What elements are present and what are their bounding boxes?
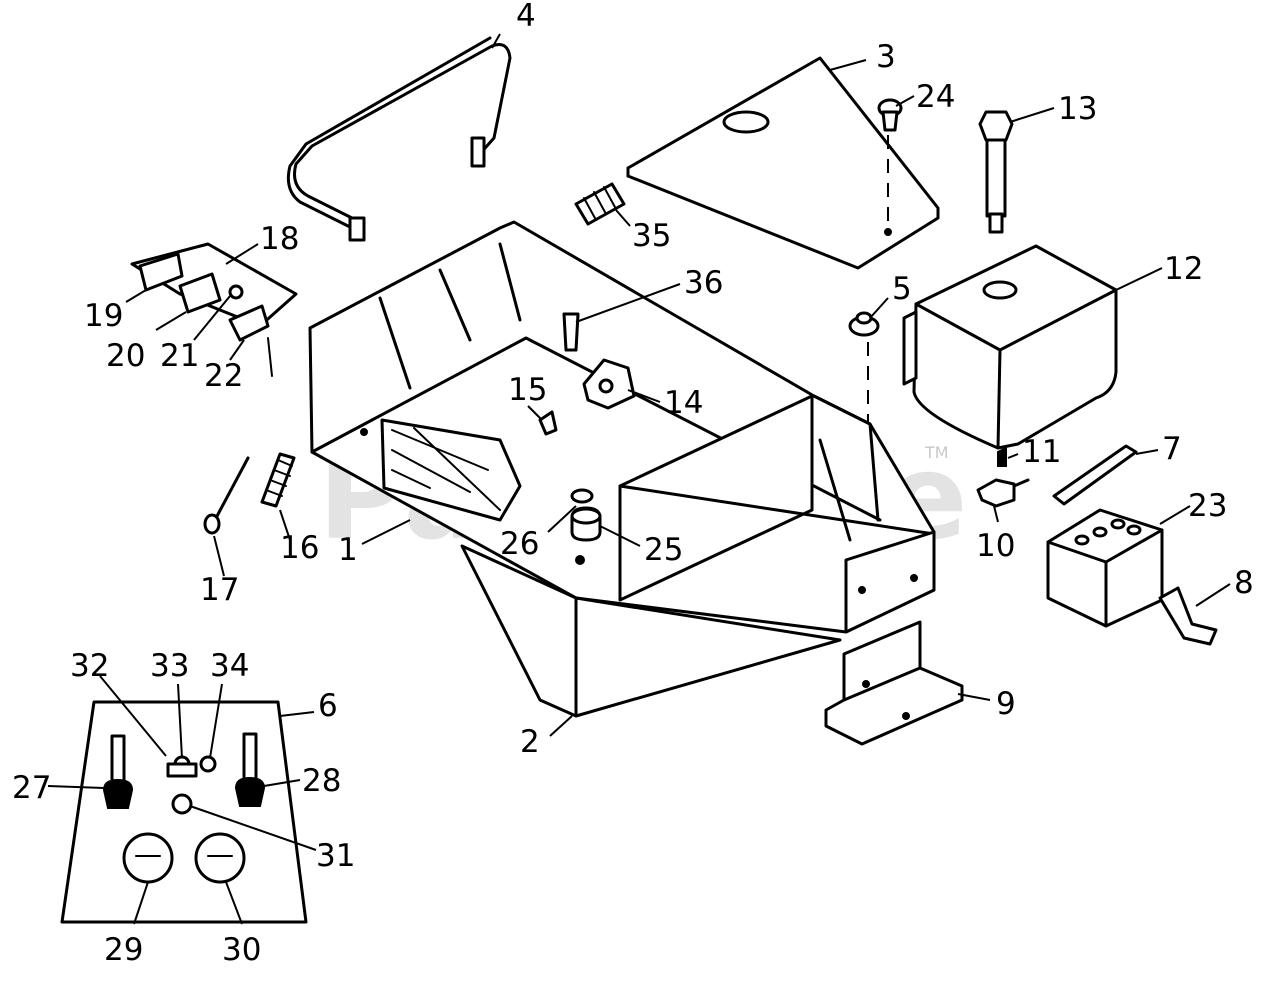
callout-34: 34 xyxy=(210,648,249,684)
callout-27: 27 xyxy=(12,770,51,806)
mounting-block xyxy=(824,620,964,746)
callout-4: 4 xyxy=(516,0,536,34)
bolt-part xyxy=(997,446,1007,467)
callout-19: 19 xyxy=(84,298,123,334)
indicator-lamp-34 xyxy=(199,755,217,773)
callout-20: 20 xyxy=(106,338,145,374)
fuel-gauge xyxy=(978,110,1014,234)
lower-pan xyxy=(460,544,842,718)
washer-part xyxy=(570,488,594,504)
plug-part xyxy=(877,98,903,132)
callout-33: 33 xyxy=(150,648,189,684)
callout-18: 18 xyxy=(260,221,299,257)
bumper-part xyxy=(570,506,602,542)
left-lever xyxy=(102,734,134,809)
callout-1: 1 xyxy=(338,532,358,568)
callout-2: 2 xyxy=(520,724,540,760)
callout-26: 26 xyxy=(500,526,539,562)
callout-32: 32 xyxy=(70,648,109,684)
valve-part xyxy=(976,478,1030,508)
screw-part xyxy=(538,410,558,436)
callout-14: 14 xyxy=(664,385,703,421)
callout-21: 21 xyxy=(160,338,199,374)
callout-3: 3 xyxy=(876,39,896,75)
callout-35: 35 xyxy=(632,218,671,254)
callout-25: 25 xyxy=(644,532,683,568)
leader-lines xyxy=(47,33,1231,925)
seat-mount-plate xyxy=(130,242,298,377)
callout-6: 6 xyxy=(318,688,338,724)
roll-bar-handle xyxy=(286,36,512,242)
callout-12: 12 xyxy=(1164,251,1203,287)
callout-7: 7 xyxy=(1162,431,1182,467)
callout-24: 24 xyxy=(916,79,955,115)
bracket-strip xyxy=(1052,444,1138,506)
ammeter-gauge xyxy=(122,832,174,884)
latch-part xyxy=(582,358,636,410)
callout-16: 16 xyxy=(280,530,319,566)
callout-30: 30 xyxy=(222,932,261,968)
callout-11: 11 xyxy=(1022,434,1061,470)
callout-23: 23 xyxy=(1188,488,1227,524)
hold-down-bracket xyxy=(1158,586,1218,646)
fuel-tank xyxy=(902,244,1118,450)
callout-17: 17 xyxy=(200,572,239,608)
callout-labels: 1 2 3 4 5 6 7 8 9 10 11 12 13 14 15 16 1… xyxy=(12,0,1254,968)
pin-part xyxy=(562,312,580,352)
callout-9: 9 xyxy=(996,686,1016,722)
spring-part xyxy=(260,452,296,508)
hour-meter-gauge xyxy=(194,832,246,884)
top-cover xyxy=(626,56,940,270)
watermark-trademark: TM xyxy=(924,443,949,462)
callout-36: 36 xyxy=(684,265,723,301)
callout-22: 22 xyxy=(204,358,243,394)
control-panel xyxy=(60,700,308,924)
callout-15: 15 xyxy=(508,372,547,408)
fuel-cap xyxy=(848,311,880,337)
battery-part xyxy=(1046,508,1164,628)
callout-31: 31 xyxy=(316,838,355,874)
key-switch-31 xyxy=(171,793,193,815)
switch-32 xyxy=(166,762,198,778)
callout-5: 5 xyxy=(892,271,912,307)
callout-8: 8 xyxy=(1234,565,1254,601)
main-frame xyxy=(308,220,936,634)
grip-part xyxy=(574,182,626,226)
callout-10: 10 xyxy=(976,528,1015,564)
right-lever xyxy=(234,732,266,807)
callout-13: 13 xyxy=(1058,91,1097,127)
rod-part xyxy=(203,456,250,535)
callout-28: 28 xyxy=(302,763,341,799)
callout-29: 29 xyxy=(104,932,143,968)
